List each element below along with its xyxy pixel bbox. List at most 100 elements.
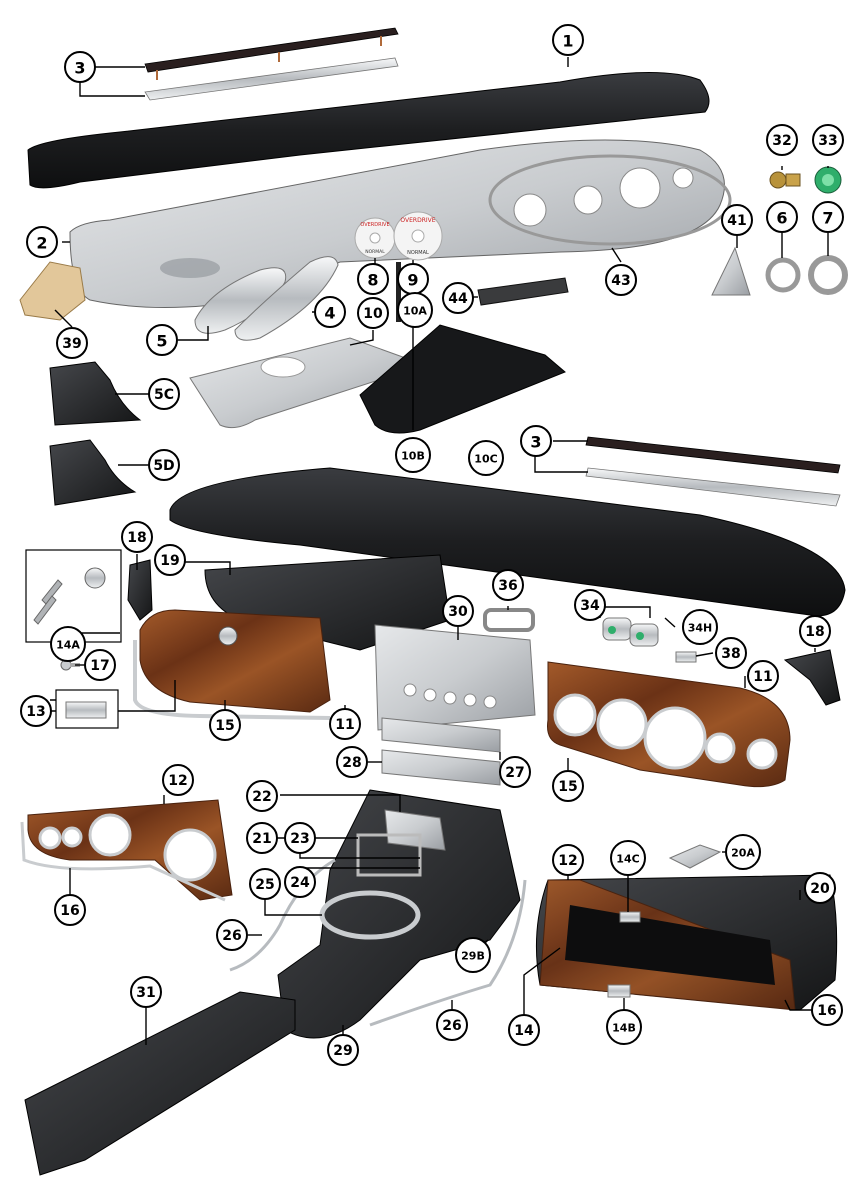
callout-label: 5D	[153, 458, 174, 474]
callout-c30: 30	[442, 595, 474, 627]
callout-circle	[148, 378, 180, 410]
lock-inset-box	[25, 549, 122, 643]
callout-label: 34H	[688, 622, 713, 635]
callout-c6: 6	[766, 201, 798, 233]
callout-label: 18	[127, 530, 146, 546]
callout-c26b: 26	[436, 1009, 468, 1041]
callout-label: 7	[822, 209, 833, 228]
callout-circle	[209, 709, 241, 741]
callout-c3a: 3	[64, 51, 96, 83]
callout-circle	[154, 544, 186, 576]
callout-circle	[162, 764, 194, 796]
aluminium-plate	[189, 337, 427, 429]
side-cap-right	[783, 649, 841, 706]
callout-circle	[284, 822, 316, 854]
bezel-36	[483, 608, 535, 632]
callout-circle	[682, 609, 718, 645]
callout-label: 29B	[461, 950, 485, 963]
chrome-handle-5	[194, 267, 287, 334]
callout-circle	[468, 440, 504, 476]
callout-c10c: 10C	[468, 440, 504, 476]
callout-c22: 22	[246, 780, 278, 812]
trim-strip-top	[144, 27, 399, 101]
callout-label: 10C	[474, 453, 497, 466]
callout-circle	[50, 626, 86, 662]
callout-label: 23	[290, 831, 309, 847]
callout-circle	[314, 296, 346, 328]
plate-38	[675, 651, 697, 663]
console-frame-23	[356, 833, 422, 877]
callout-c29: 29	[327, 1034, 359, 1066]
callout-c17: 17	[84, 649, 116, 681]
parts-layer: OVERDRIVE NORMAL OVERDRIVE NORMAL	[19, 27, 848, 1176]
callout-c16b: 16	[811, 994, 843, 1026]
callout-label: 19	[160, 553, 179, 569]
callout-circle	[725, 834, 761, 870]
callout-label: 14	[514, 1023, 534, 1039]
callout-circle	[246, 780, 278, 812]
bracket-41	[711, 246, 751, 296]
chrome-handle-4	[234, 256, 339, 341]
callout-label: 8	[367, 271, 378, 290]
callout-c10b: 10B	[395, 437, 431, 473]
callout-label: 3	[530, 433, 541, 452]
callout-label: 5C	[154, 387, 174, 403]
callout-label: 26	[442, 1018, 461, 1034]
callout-c12b: 12	[552, 844, 584, 876]
callout-label: 21	[252, 831, 271, 847]
callout-label: 14B	[612, 1022, 636, 1035]
callout-label: 9	[407, 271, 418, 290]
callout-circle	[397, 292, 433, 328]
callout-c36: 36	[492, 569, 524, 601]
callout-circle	[610, 840, 646, 876]
latch-14c	[619, 911, 641, 923]
callout-circle	[148, 449, 180, 481]
callout-circle	[766, 124, 798, 156]
callout-circle	[442, 595, 474, 627]
decal-normal-label-large: NORMAL	[407, 250, 429, 256]
callout-c14b: 14B	[606, 1009, 642, 1045]
callout-label: 3	[74, 59, 85, 78]
callout-label: 31	[136, 985, 155, 1001]
callout-circle	[146, 324, 178, 356]
callout-circle	[327, 1034, 359, 1066]
overdrive-decal-small: OVERDRIVE NORMAL	[354, 217, 396, 259]
callout-circle	[329, 708, 361, 740]
callout-label: 44	[448, 291, 468, 307]
callout-c43: 43	[605, 264, 637, 296]
callout-c19: 19	[154, 544, 186, 576]
callout-label: 16	[817, 1003, 836, 1019]
callout-c9: 9	[397, 263, 429, 295]
callout-c18a: 18	[121, 521, 153, 553]
callout-circle	[20, 695, 52, 727]
callout-label: 34	[580, 598, 600, 614]
callout-circle	[442, 282, 474, 314]
callout-label: 24	[290, 875, 310, 891]
callout-circle	[799, 615, 831, 647]
mounting-plate-30	[374, 624, 536, 731]
callout-label: 6	[776, 209, 787, 228]
callout-circle	[812, 201, 844, 233]
callout-label: 10	[363, 306, 383, 322]
callout-c7: 7	[812, 201, 844, 233]
bulb-holder	[769, 171, 801, 189]
callout-c27: 27	[499, 756, 531, 788]
overdrive-decal-large: OVERDRIVE NORMAL	[393, 211, 443, 261]
callout-circle	[715, 637, 747, 669]
callout-circle	[395, 437, 431, 473]
chrome-rod-26-right	[369, 879, 527, 1027]
callout-c39: 39	[56, 327, 88, 359]
callout-label: 15	[558, 779, 577, 795]
callout-c44: 44	[442, 282, 474, 314]
trim-strip-second	[585, 436, 841, 507]
tunnel-cover	[24, 991, 296, 1176]
callout-c5d: 5D	[148, 449, 180, 481]
callout-c4: 4	[314, 296, 346, 328]
callout-c21: 21	[246, 822, 278, 854]
callout-circle	[84, 649, 116, 681]
callout-circle	[606, 1009, 642, 1045]
callout-label: 20	[810, 881, 830, 897]
bezel-ring-6	[765, 257, 801, 293]
callout-circle	[336, 746, 368, 778]
bezel-ring-7	[808, 255, 848, 295]
